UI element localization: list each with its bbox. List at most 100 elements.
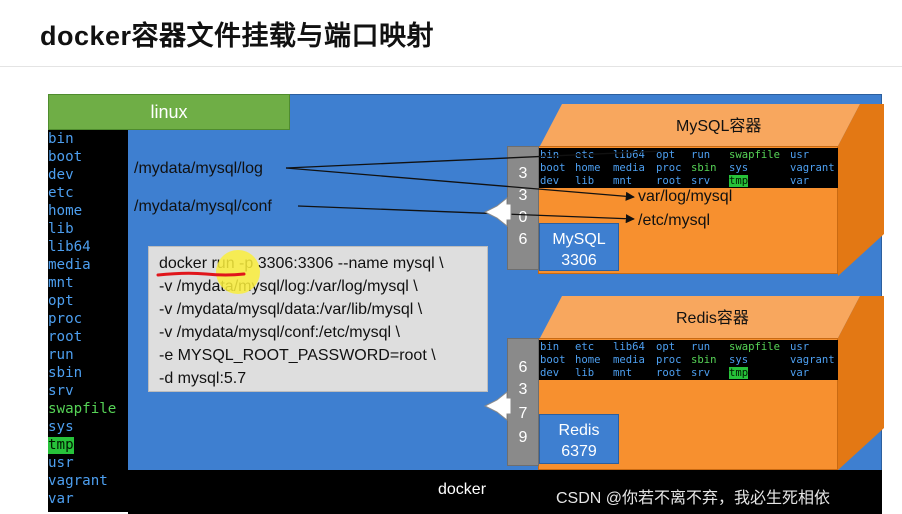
terminal-dir-item: var (790, 367, 810, 379)
sidebar-dir-item: bin (48, 131, 74, 147)
terminal-dir-item: bin (540, 341, 560, 353)
terminal-dir-item: media (613, 354, 645, 366)
sidebar-dir-item: lib (48, 221, 74, 237)
mysql-service-name: MySQL (552, 231, 606, 248)
terminal-dir-item: swapfile (729, 149, 781, 161)
port-digit: 6 (518, 231, 528, 248)
redis-service-label: Redis 6379 (539, 414, 619, 464)
port-digit: 0 (518, 209, 528, 226)
terminal-dir-item: etc (575, 341, 595, 353)
sidebar-dir-item: swapfile (48, 401, 117, 417)
terminal-dir-item: media (613, 162, 645, 174)
terminal-dir-item: mnt (613, 367, 633, 379)
slide-title: docker容器文件挂载与端口映射 (40, 21, 435, 51)
terminal-dir-item: home (575, 354, 601, 366)
sidebar-dir-item: run (48, 347, 74, 363)
redis-container-terminal-listing: bin etc lib64 opt run swapfile usr boot … (538, 340, 838, 380)
redis-service-port: 6379 (561, 443, 597, 460)
command-line: -e MYSQL_ROOT_PASSWORD=root \ (159, 347, 436, 364)
terminal-dir-item: vagrant (790, 354, 835, 366)
mysql-container-path-log: var/log/mysql (638, 188, 733, 205)
mysql-container-terminal-listing: bin etc lib64 opt run swapfile usr boot … (538, 148, 838, 188)
terminal-dir-item: tmp (729, 367, 749, 380)
port-digit: 3 (518, 381, 528, 398)
command-line: -v /mydata/mysql/data:/var/lib/mysql \ (159, 301, 423, 318)
sidebar-dir-item: sys (48, 419, 74, 435)
redis-container-title: Redis容器 (676, 310, 749, 327)
sidebar-dir-item: etc (48, 185, 74, 201)
sidebar-dir-item: vagrant (48, 473, 108, 489)
terminal-dir-item: proc (656, 162, 682, 174)
terminal-dir-item: opt (656, 149, 676, 161)
terminal-dir-item: mnt (613, 175, 633, 187)
host-path-conf: /mydata/mysql/conf (134, 198, 272, 215)
port-digit: 7 (518, 405, 528, 422)
terminal-dir-item: run (691, 341, 711, 353)
terminal-dir-item: dev (540, 367, 560, 379)
command-line: -d mysql:5.7 (159, 370, 247, 387)
terminal-dir-item: boot (540, 162, 566, 174)
terminal-dir-item: sys (729, 354, 749, 366)
sidebar-dir-item: dev (48, 167, 74, 183)
redis-port-strip: 6 3 7 9 (507, 338, 539, 466)
mysql-service-port: 3306 (561, 252, 597, 269)
port-digit: 3 (518, 187, 528, 204)
redis-container-top-face (540, 296, 860, 338)
sidebar-dir-item: opt (48, 293, 74, 309)
command-line: -v /mydata/mysql/conf:/etc/mysql \ (159, 324, 400, 341)
docker-engine-bar (128, 470, 882, 514)
terminal-dir-item: sys (729, 162, 749, 174)
sidebar-dir-item: root (48, 329, 83, 345)
terminal-dir-item: home (575, 162, 601, 174)
linux-directory-listing: bin boot dev etc home lib lib64 media mn… (48, 130, 128, 512)
mysql-container-top-face (540, 104, 860, 146)
mysql-service-label: MySQL 3306 (539, 223, 619, 271)
sidebar-dir-item: tmp (48, 437, 74, 454)
mount-arrow-conf (297, 205, 635, 224)
sidebar-dir-item: boot (48, 149, 83, 165)
red-underline-annotation (156, 271, 246, 277)
terminal-dir-item: lib (575, 175, 595, 187)
csdn-watermark: CSDN @你若不离不弃，我必生死相依 (556, 490, 831, 507)
terminal-dir-item: swapfile (729, 341, 781, 353)
linux-tab-label: linux (150, 101, 188, 122)
terminal-dir-item: sbin (691, 354, 717, 366)
mysql-port-arrow-icon (483, 196, 512, 228)
sidebar-dir-item: sbin (48, 365, 83, 381)
terminal-dir-item: sbin (691, 162, 717, 174)
terminal-dir-item: usr (790, 341, 810, 353)
mysql-container-title: MySQL容器 (676, 118, 762, 135)
terminal-dir-item: usr (790, 149, 810, 161)
terminal-dir-item: lib (575, 367, 595, 379)
port-digit: 9 (518, 429, 528, 446)
sidebar-dir-item: proc (48, 311, 83, 327)
terminal-dir-item: boot (540, 354, 566, 366)
redis-service-name: Redis (558, 422, 600, 439)
terminal-dir-item: var (790, 175, 810, 187)
host-path-log: /mydata/mysql/log (134, 160, 263, 177)
redis-port-arrow-icon (483, 390, 512, 422)
terminal-dir-item: root (656, 175, 682, 187)
sidebar-dir-item: home (48, 203, 83, 219)
terminal-dir-item: opt (656, 341, 676, 353)
mount-arrow-log (285, 167, 635, 201)
sidebar-dir-item: lib64 (48, 239, 91, 255)
port-digit: 6 (518, 359, 528, 376)
terminal-dir-item: proc (656, 354, 682, 366)
terminal-dir-item: lib64 (613, 341, 645, 353)
terminal-dir-item: run (691, 149, 711, 161)
terminal-dir-item: root (656, 367, 682, 379)
sidebar-dir-item: usr (48, 455, 74, 471)
terminal-dir-item: bin (540, 149, 560, 161)
terminal-dir-item: tmp (729, 175, 749, 188)
port-digit: 3 (518, 165, 528, 182)
mount-link-line (285, 150, 663, 169)
sidebar-dir-item: mnt (48, 275, 74, 291)
docker-engine-label: docker (438, 481, 487, 498)
title-divider (0, 66, 902, 67)
terminal-dir-item: vagrant (790, 162, 835, 174)
sidebar-dir-item: srv (48, 383, 74, 399)
terminal-dir-item: dev (540, 175, 560, 187)
sidebar-dir-item: var (48, 491, 74, 507)
